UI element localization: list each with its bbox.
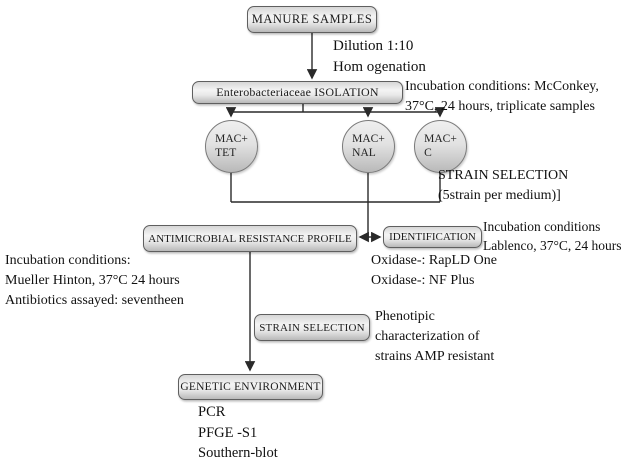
note-oxidase-tests: Oxidase-: RapLD One Oxidase-: NF Plus: [371, 253, 497, 288]
node-manure-samples: MANURE SAMPLES: [247, 6, 377, 33]
node-genetic-environment-label: GENETIC ENVIRONMENT: [180, 381, 321, 393]
node-enterobacteriaceae-isolation: Enterobacteriaceae ISOLATION: [192, 81, 403, 104]
node-identification-label: IDENTIFICATION: [389, 231, 476, 243]
node-manure-samples-label: MANURE SAMPLES: [251, 12, 373, 26]
note-amr-conditions: Incubation conditions: Mueller Hinton, 3…: [5, 253, 184, 308]
circle-mac-nal-label: MAC+ NAL: [352, 133, 385, 159]
node-antimicrobial-resistance-profile: ANTIMICROBIAL RESISTANCE PROFILE: [143, 225, 357, 252]
node-circle-mac-tet: MAC+ TET: [205, 120, 258, 173]
node-circle-mac-nal: MAC+ NAL: [342, 120, 395, 173]
flowchart-diagram: MANURE SAMPLES Enterobacteriaceae ISOLAT…: [5, 6, 622, 461]
node-amr-profile-label: ANTIMICROBIAL RESISTANCE PROFILE: [148, 232, 352, 245]
circle-mac-tet-label: MAC+ TET: [215, 133, 248, 159]
node-circle-mac-c: MAC+ C: [414, 120, 467, 173]
node-isolation-label: Enterobacteriaceae ISOLATION: [216, 85, 379, 99]
node-strain-selection-label: STRAIN SELECTION: [259, 321, 365, 334]
note-identification-conditions: Incubation conditions Lablenco, 37°C, 24…: [483, 219, 622, 254]
note-phenotypic: Phenotipic characterization of strains A…: [375, 309, 495, 364]
node-identification: IDENTIFICATION: [383, 226, 482, 248]
note-strain-selection: STRAIN SELECTION (5strain per medium)]: [438, 168, 569, 203]
note-isolation-conditions: Incubation conditions: McConkey, 37°C, 2…: [405, 79, 599, 114]
note-dilution: Dilution 1:10 Hom ogenation: [333, 38, 426, 76]
note-genetic-methods: PCR PFGE -S1 Southern-blot: [198, 404, 278, 462]
node-strain-selection: STRAIN SELECTION: [254, 314, 370, 341]
circle-mac-c-label: MAC+ C: [424, 133, 457, 159]
node-genetic-environment: GENETIC ENVIRONMENT: [178, 374, 323, 400]
